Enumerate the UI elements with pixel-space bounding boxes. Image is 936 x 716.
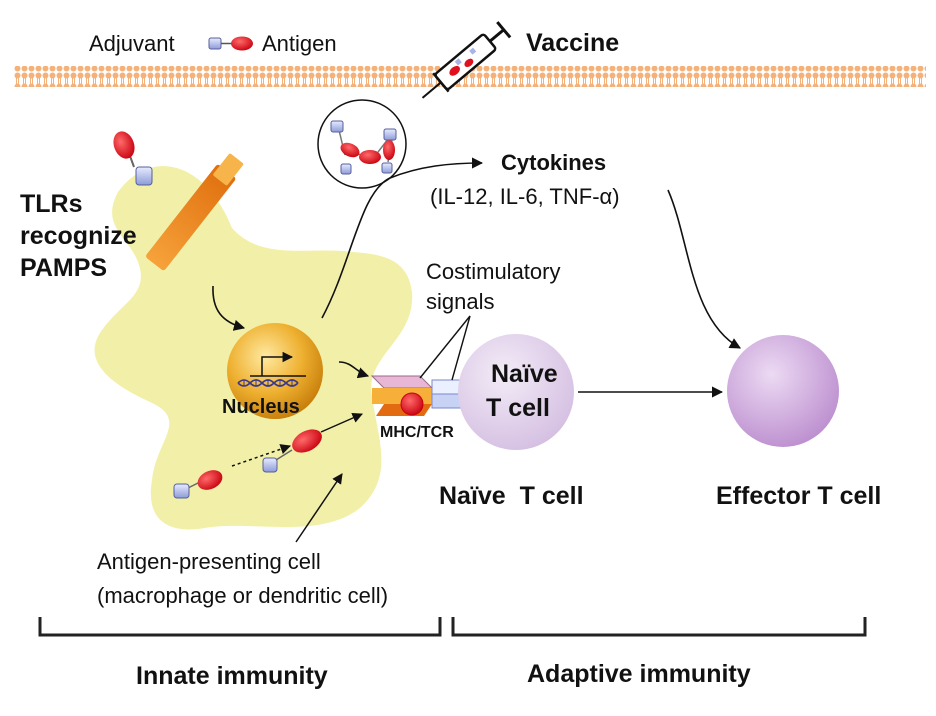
mhc-tcr-complex (370, 375, 467, 416)
costimulatory-label-1: Costimulatory (426, 259, 561, 284)
apc-caption-2: (macrophage or dendritic cell) (97, 583, 389, 608)
naive-caption: Naïve T cell (439, 482, 584, 510)
vaccine-label: Vaccine (526, 29, 620, 57)
nucleus (227, 323, 323, 419)
nucleus-label: Nucleus (222, 396, 300, 418)
tlr-receptor (113, 131, 244, 271)
effector-caption: Effector T cell (716, 482, 882, 510)
naive-cell-text-2: T cell (486, 394, 550, 422)
legend-antigen: Antigen (262, 31, 337, 56)
dna-icon (237, 379, 299, 387)
innate-bracket (38, 617, 442, 637)
effector-t-cell (727, 335, 839, 447)
tlr-label-1: TLRs (20, 190, 83, 218)
cytokines-title: Cytokines (501, 150, 607, 175)
apc-caption-1: Antigen-presenting cell (97, 549, 321, 574)
incoming-antigens (173, 412, 363, 499)
cytokine-arrow-in (667, 189, 741, 349)
costimulatory-label-2: signals (426, 289, 495, 314)
antigen-vesicle (317, 99, 407, 189)
tlr-label-3: PAMPS (20, 254, 108, 282)
innate-immunity-label: Innate immunity (136, 662, 328, 690)
tlr-label-2: recognize (20, 222, 137, 250)
adaptive-bracket (451, 617, 867, 637)
cytokines-list: (IL-12, IL-6, TNF-α) (430, 184, 620, 209)
antigen-adjuvant-icon (208, 36, 253, 51)
cell-membrane (14, 66, 926, 87)
naive-t-cell (458, 334, 574, 450)
cytokine-arrow-out (321, 157, 484, 319)
syringe-icon (421, 21, 512, 99)
legend-adjuvant: Adjuvant (89, 31, 175, 56)
adaptive-immunity-label: Adaptive immunity (527, 660, 751, 688)
naive-cell-text-1: Naïve (491, 360, 558, 388)
mhc-tcr-label: MHC/TCR (380, 424, 454, 441)
